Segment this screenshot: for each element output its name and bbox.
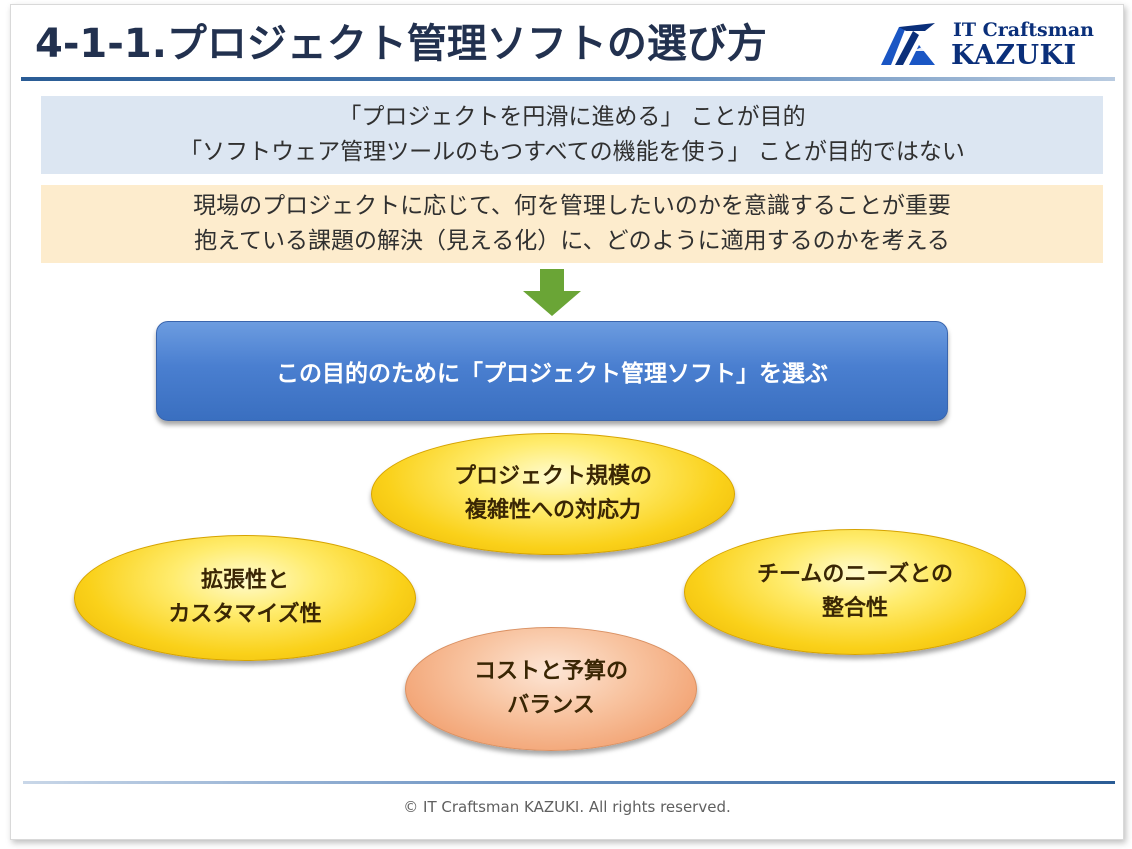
purpose-line: 「プロジェクトを円滑に進める」 ことが目的 xyxy=(338,104,806,130)
criterion-label: バランス xyxy=(507,693,595,718)
slide: 4-1-1.プロジェクト管理ソフトの選び方 IT Craftsman KAZUK… xyxy=(10,4,1124,840)
copyright-footer: © IT Craftsman KAZUKI. All rights reserv… xyxy=(403,798,731,816)
arrow-down-icon xyxy=(523,269,581,316)
criterion-label: カスタマイズ性 xyxy=(168,602,322,627)
criterion-label: 整合性 xyxy=(821,596,888,621)
footer-divider xyxy=(23,781,1115,784)
criterion-label: チームのニーズとの xyxy=(756,562,954,587)
purpose-line: 「ソフトウェア管理ツールのもつすべての機能を使う」 ことが目的ではない xyxy=(179,139,965,165)
title-divider xyxy=(21,77,1115,81)
criterion-label: 複雑性への対応力 xyxy=(464,498,641,523)
focus-line: 抱えている課題の解決（見える化）に、どのように適用するのかを考える xyxy=(194,228,950,254)
selection-banner: この目的のために「プロジェクト管理ソフト」を選ぶ xyxy=(156,321,948,421)
purpose-box: 「プロジェクトを円滑に進める」 ことが目的 「ソフトウェア管理ツールのもつすべて… xyxy=(41,96,1103,174)
criterion-cost-balance: コストと予算の バランス xyxy=(405,627,697,751)
logo-text-top: IT Craftsman xyxy=(953,19,1094,41)
criterion-extensibility: 拡張性と カスタマイズ性 xyxy=(74,535,416,661)
criterion-label: 拡張性と xyxy=(200,568,289,593)
brand-logo: IT Craftsman KAZUKI xyxy=(879,15,1119,73)
criterion-scale-complexity: プロジェクト規模の 複雑性への対応力 xyxy=(371,433,735,555)
criterion-label: コストと予算の xyxy=(473,659,628,684)
slide-title: 4-1-1.プロジェクト管理ソフトの選び方 xyxy=(35,21,767,67)
focus-box: 現場のプロジェクトに応じて、何を管理したいのかを意識することが重要 抱えている課… xyxy=(41,185,1103,263)
kazuki-logo-mark-icon xyxy=(881,23,935,65)
focus-line: 現場のプロジェクトに応じて、何を管理したいのかを意識することが重要 xyxy=(193,193,951,219)
logo-text-bottom: KAZUKI xyxy=(951,40,1077,71)
criterion-label: プロジェクト規模の xyxy=(453,464,652,489)
criterion-team-fit: チームのニーズとの 整合性 xyxy=(684,529,1026,655)
